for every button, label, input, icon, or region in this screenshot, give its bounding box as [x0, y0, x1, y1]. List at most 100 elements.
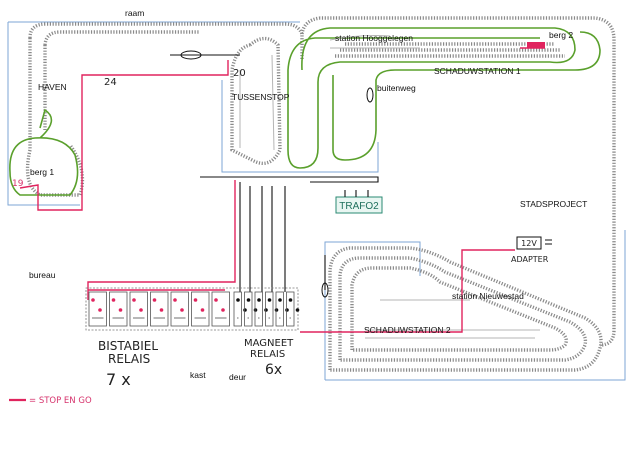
- label-19: 19: [12, 179, 24, 189]
- control-wiring: [170, 54, 379, 292]
- ss2-outer: [328, 246, 603, 372]
- bistabiel-relay: [150, 291, 169, 327]
- bistabiel-relay: [211, 291, 230, 327]
- magneet-relay: [275, 291, 284, 327]
- magneet-relay-contact: [243, 308, 247, 312]
- berg2-section-marker: [527, 42, 545, 48]
- schaduwstation1-tracks: [335, 42, 565, 58]
- label-bureau: bureau: [29, 270, 56, 280]
- magneet-relay-contact: [236, 298, 240, 302]
- label-magneet-line2: RELAIS: [250, 349, 285, 360]
- tussenstop-inner: [239, 54, 275, 151]
- magneet-relay-contact: [295, 308, 300, 312]
- station-hooggelegen-siding: [329, 35, 420, 49]
- bistabiel-relay-contact: [152, 298, 157, 302]
- label-magneet-count: 6x: [265, 362, 282, 378]
- label-berg1: berg 1: [30, 167, 54, 177]
- label-bistabiel-line1: BISTABIEL: [98, 339, 158, 353]
- bistabiel-relays: [88, 291, 230, 327]
- bistabiel-relay-contact: [200, 308, 205, 312]
- wire-horizontal-bus: [200, 176, 379, 183]
- switch-symbol-buitenweg: [366, 87, 374, 103]
- magneet-relay-contact: [253, 308, 258, 312]
- bistabiel-relay: [191, 291, 210, 327]
- magneet-relay: [244, 291, 253, 327]
- adapter-label: ADAPTER: [511, 255, 549, 264]
- label-bistabiel-count: 7 x: [106, 370, 131, 389]
- trafo-box: [335, 196, 383, 214]
- track-hooggelegen: [287, 27, 601, 169]
- label-20: 20: [233, 68, 246, 79]
- switch-symbol-top: [180, 50, 202, 60]
- track-left-side: [25, 38, 85, 197]
- track-inner-left: [43, 30, 200, 130]
- magneet-relay-contact: [267, 298, 272, 302]
- adapter: 12V ADAPTER: [511, 236, 552, 264]
- labels: raam HAVEN 24 20 TUSSENSTOP station Hoog…: [12, 8, 587, 389]
- wire-to-ss2: [300, 249, 515, 333]
- label-station-hooggelegen: station Hooggelegen: [335, 33, 413, 43]
- adapter-equals: [545, 239, 552, 245]
- label-schaduwstation2: SCHADUWSTATION 2: [364, 325, 451, 335]
- label-deur: deur: [229, 372, 246, 382]
- bistabiel-relay-contact: [98, 308, 102, 312]
- label-haven: HAVEN: [38, 82, 67, 92]
- bistabiel-relay: [109, 291, 128, 327]
- magneet-relay-contact: [264, 308, 268, 312]
- label-24: 24: [104, 77, 117, 88]
- bistabiel-relay: [88, 291, 107, 327]
- bistabiel-relay: [170, 291, 189, 327]
- berg1-loop: [9, 108, 79, 196]
- bistabiel-relay-contact: [193, 298, 198, 302]
- switch-symbol-ss2: [321, 282, 329, 298]
- bistabiel-relay-contact: [132, 298, 136, 302]
- room-walls: [7, 21, 626, 381]
- magneet-relay-contact: [274, 308, 279, 312]
- wall-tussenstop: [221, 80, 379, 173]
- legend: = STOP EN GO: [9, 396, 92, 406]
- label-buitenweg: buitenweg: [377, 83, 416, 93]
- magneet-relay: [265, 291, 274, 327]
- adapter-voltage: 12V: [521, 239, 537, 248]
- magneet-relay-contact: [288, 298, 293, 302]
- mountain-line-2: [332, 31, 601, 161]
- trafo: TRAFO2: [335, 190, 383, 214]
- magneet-relay-contact: [278, 298, 282, 302]
- wire-bus-vertical: [87, 180, 236, 300]
- track-outer-loop: [28, 16, 616, 347]
- bistabiel-relay-contact: [221, 308, 225, 312]
- legend-text: = STOP EN GO: [29, 396, 92, 406]
- wall-left: [7, 22, 80, 206]
- wire-24: [81, 60, 229, 110]
- wall-right: [420, 230, 626, 381]
- magneet-relay: [233, 291, 242, 327]
- label-magneet-line1: MAGNEET: [244, 338, 294, 349]
- label-raam: raam: [125, 8, 144, 18]
- label-kast: kast: [190, 370, 206, 380]
- bistabiel-relay-contact: [118, 308, 123, 312]
- ss2-mid: [338, 256, 588, 362]
- label-station-nieuwestad: station Nieuwestad: [452, 291, 524, 301]
- trafo-label: TRAFO2: [339, 201, 379, 212]
- bistabiel-relay-contact: [214, 298, 218, 302]
- ss2-inner: [350, 266, 568, 352]
- bistabiel-relay: [129, 291, 148, 327]
- bistabiel-relay-contact: [139, 308, 143, 312]
- label-berg2: berg 2: [549, 30, 573, 40]
- adapter-box: [516, 236, 542, 250]
- trafo-leads: [344, 190, 369, 197]
- label-stadsproject: STADSPROJECT: [520, 199, 587, 209]
- magneet-relay: [286, 291, 295, 327]
- wire-19: [19, 110, 83, 211]
- mountain-line-1: [287, 27, 576, 169]
- label-tussenstop: TUSSENSTOP: [232, 92, 290, 102]
- bistabiel-relay-contact: [159, 308, 164, 312]
- magneet-relay-contact: [285, 308, 289, 312]
- bistabiel-relay-contact: [91, 298, 95, 302]
- magneet-relay-contact: [257, 298, 261, 302]
- track-schaduwstation2: [328, 246, 603, 372]
- magneet-relay-contact: [246, 298, 251, 302]
- magneet-relays: [233, 291, 300, 327]
